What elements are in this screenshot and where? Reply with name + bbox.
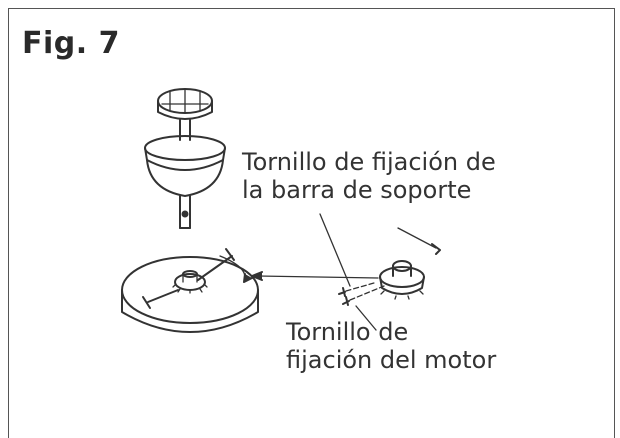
motor-screw-label-line2: fijación del motor: [286, 346, 497, 374]
support-bar-screw-label-line2: la barra de soporte: [242, 176, 472, 204]
figure-frame: [8, 8, 615, 438]
support-bar-screw-label-line1: Tornillo de fijación de: [242, 148, 496, 176]
motor-housing-icon: [121, 248, 259, 333]
support-bar-assembly-icon: [144, 88, 226, 229]
motor-screw-label-line1: Tornillo de: [286, 318, 409, 346]
support-bar-screw-label: Tornillo de fijación de la barra de sopo…: [242, 148, 496, 204]
figure-title: Fig. 7: [22, 26, 120, 61]
leader-line-motor: [355, 305, 377, 331]
motor-screw-label: Tornillo de fijación del motor: [286, 318, 496, 374]
coupling-icon: [379, 260, 425, 300]
leader-line-support-bar: [319, 213, 351, 287]
fan-assembly-diagram: [121, 88, 441, 333]
screw-icon: [338, 227, 441, 306]
